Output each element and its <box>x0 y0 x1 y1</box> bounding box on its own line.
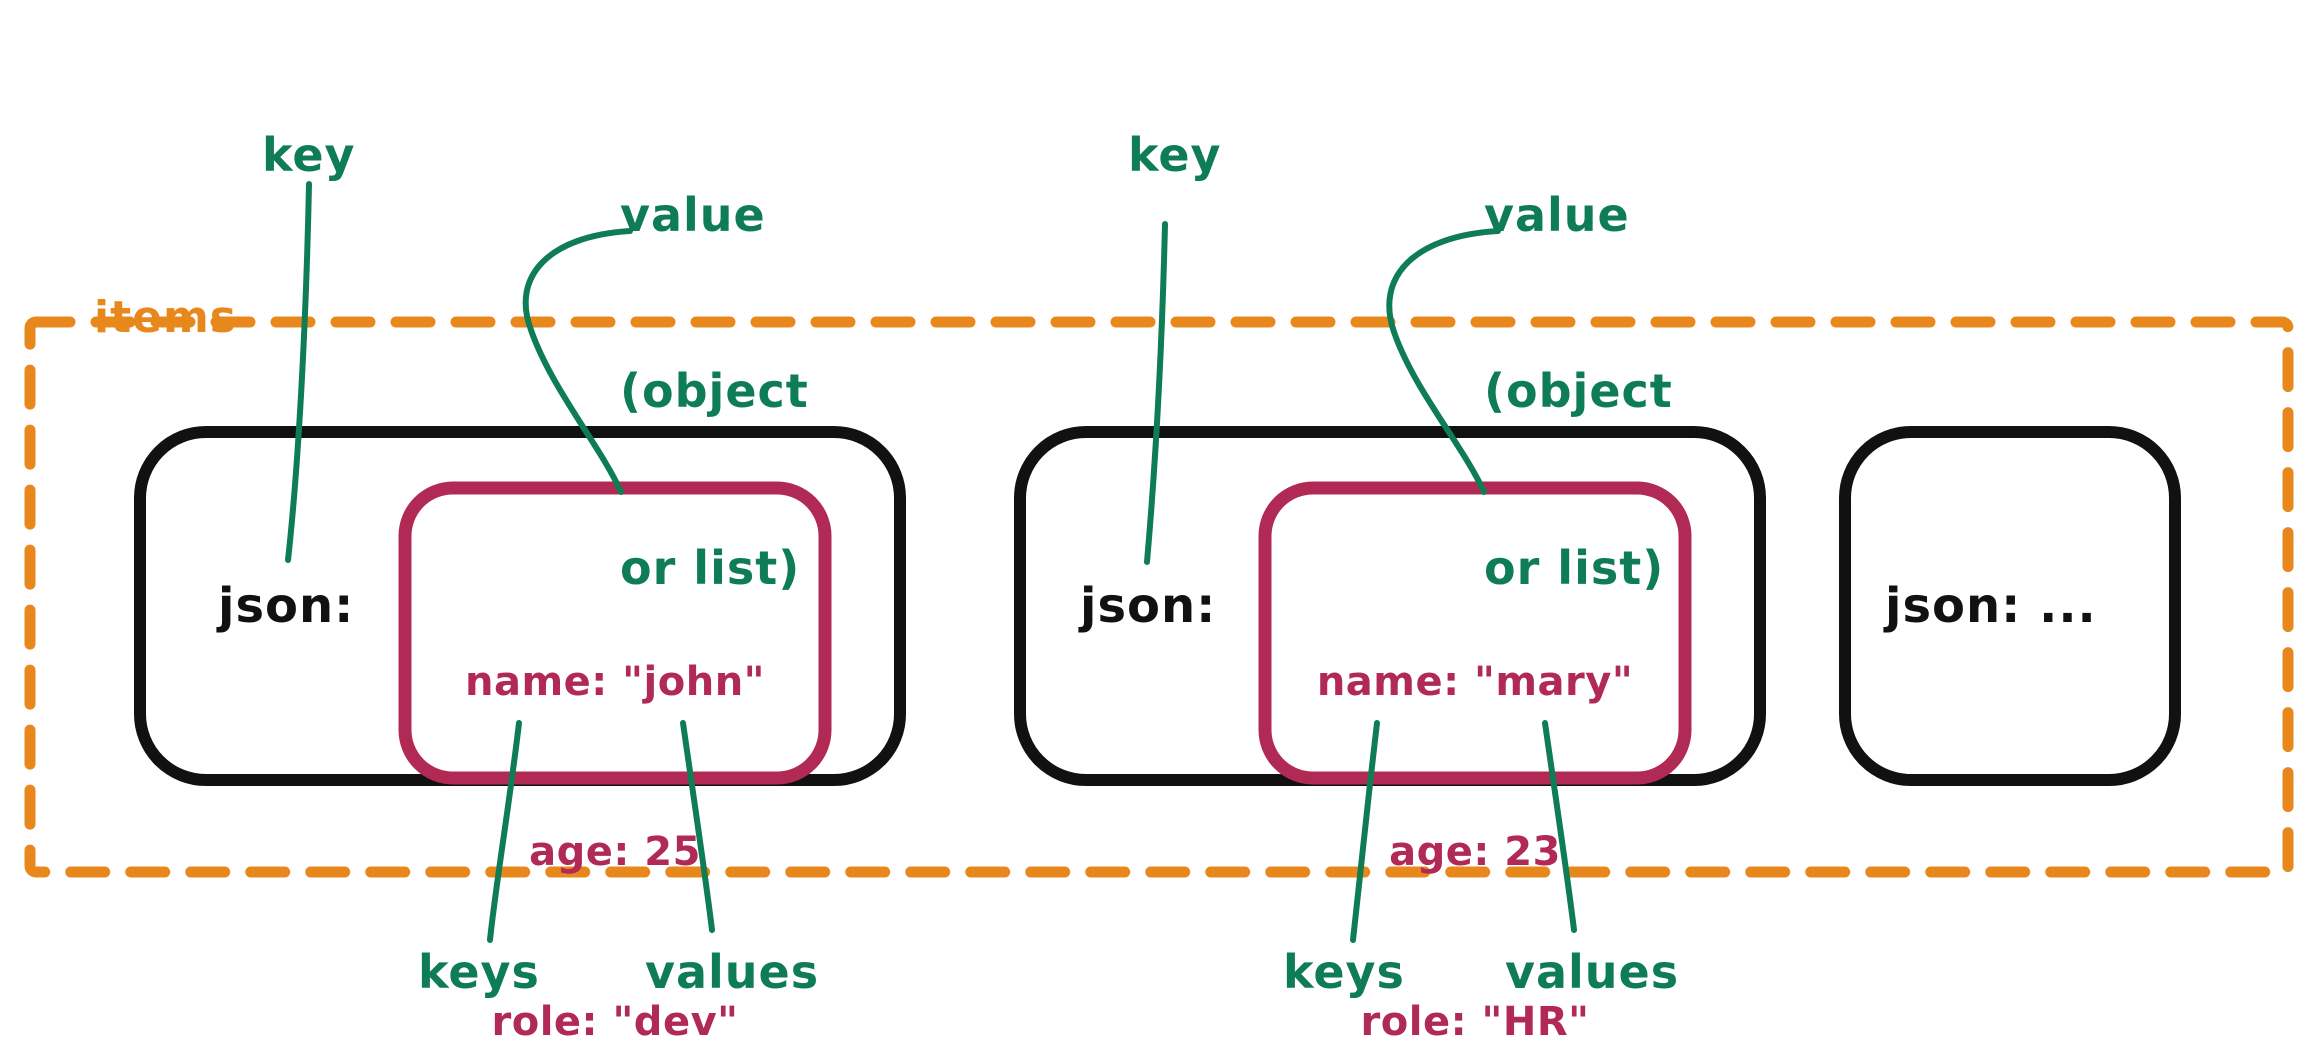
value-box-outline-1[interactable] <box>398 481 832 785</box>
item-card-outline-3[interactable] <box>1839 426 2181 786</box>
item-card-key-label-1: json: <box>218 578 355 634</box>
item-card-key-label-2: json: <box>1080 578 1217 634</box>
annotation-keys-2: keys <box>1283 945 1405 999</box>
value-line-age-2: age: 23 <box>1389 828 1561 875</box>
leader-line-value-2 <box>1386 228 1501 495</box>
leader-line-values-1 <box>680 720 715 933</box>
leader-line-keys-2 <box>1350 720 1380 943</box>
annotation-values-2: values <box>1505 945 1680 999</box>
annotation-value-2-line2: (object <box>1484 364 1673 419</box>
items-group-border <box>24 316 2294 878</box>
leader-line-key-2 <box>1144 221 1168 565</box>
annotation-value-1-line3: or list) <box>620 541 801 595</box>
value-line-age-1: age: 25 <box>529 828 701 875</box>
items-group-label: items <box>94 292 237 343</box>
value-box-content-2: name: "mary" age: 23 role: "HR" <box>1265 540 1685 1058</box>
value-line-name-1: name: "john" <box>464 658 766 705</box>
annotation-values-1: values <box>645 945 820 999</box>
leader-line-values-2 <box>1542 720 1577 933</box>
value-line-name-2: name: "mary" <box>1316 658 1634 705</box>
value-box-outline-2[interactable] <box>1258 481 1692 785</box>
annotation-key-1: key <box>262 128 356 182</box>
leader-line-key-1 <box>285 181 312 563</box>
item-card-key-label-3: json: ... <box>1885 578 2097 634</box>
annotation-value-2: value (object or list) <box>1484 68 1774 716</box>
value-line-role-2: role: "HR" <box>1360 999 1590 1046</box>
annotation-value-1: value (object or list) <box>620 68 910 716</box>
leader-line-keys-1 <box>487 720 522 943</box>
value-line-role-1: role: "dev" <box>491 999 739 1046</box>
annotation-key-2: key <box>1128 128 1222 182</box>
annotation-value-2-line1: value <box>1484 187 1630 242</box>
value-box-content-1: name: "john" age: 25 role: "dev" <box>405 540 825 1058</box>
annotation-value-1-line1: value <box>620 187 766 242</box>
annotation-value-1-line2: (object <box>620 364 809 419</box>
annotation-keys-1: keys <box>418 945 540 999</box>
leader-line-value-1 <box>522 228 633 495</box>
annotation-value-2-line3: or list) <box>1484 541 1665 595</box>
